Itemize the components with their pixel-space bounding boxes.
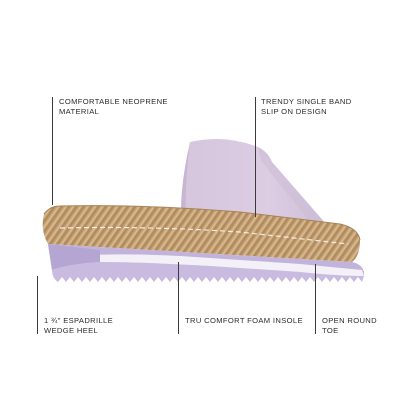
callout-line: COMFORTABLE NEOPRENE	[59, 97, 168, 106]
leader-line-foam-insole	[178, 262, 179, 334]
callout-line: SLIP ON DESIGN	[261, 107, 327, 116]
callout-single-band: TRENDY SINGLE BAND SLIP ON DESIGN	[261, 97, 352, 117]
callout-line: OPEN ROUND	[322, 316, 377, 325]
callout-line: 1 ¾" ESPADRILLE	[44, 316, 114, 325]
callout-neoprene-material: COMFORTABLE NEOPRENE MATERIAL	[59, 97, 168, 117]
callout-line: TRU COMFORT FOAM INSOLE	[185, 316, 303, 325]
callout-line: MATERIAL	[59, 107, 100, 116]
espadrille-wrap	[42, 205, 361, 262]
callout-round-toe: OPEN ROUND TOE	[322, 316, 377, 336]
callout-foam-insole: TRU COMFORT FOAM INSOLE	[185, 316, 303, 326]
callout-line: WEDGE HEEL	[44, 326, 99, 335]
leader-line-wedge-heel	[37, 276, 38, 334]
callout-line: TRENDY SINGLE BAND	[261, 97, 352, 106]
callout-wedge-heel: 1 ¾" ESPADRILLE WEDGE HEEL	[44, 316, 113, 336]
leader-line-neoprene	[52, 97, 53, 205]
wedge-sole	[48, 244, 394, 282]
leader-line-round-toe	[315, 264, 316, 334]
leader-line-single-band	[255, 97, 256, 217]
callout-line: TOE	[322, 326, 339, 335]
